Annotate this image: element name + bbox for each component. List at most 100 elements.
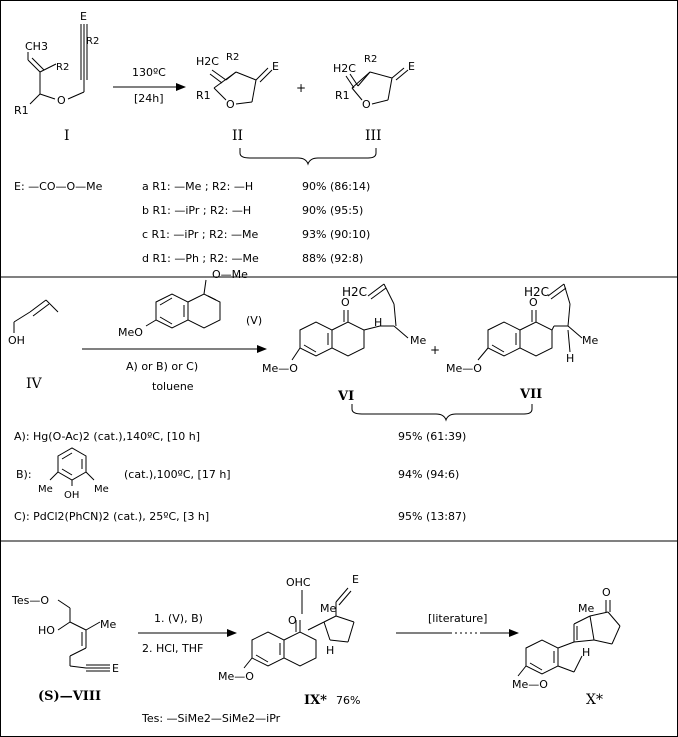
meo-label: Me—O (262, 362, 298, 375)
h2c-label: H2C (342, 285, 367, 299)
me-label: Me (320, 602, 336, 615)
meo-label: Me—O (446, 362, 482, 375)
h-label: H (566, 352, 574, 365)
reactant-I: E R2 O R1 R2 CH3 I (14, 10, 99, 144)
h-label: H (374, 316, 382, 329)
r1-label: R1 (335, 89, 350, 102)
me1-label: Me (38, 484, 53, 495)
h2c-label: H2C (196, 55, 219, 68)
brace-II-III (239, 148, 377, 166)
reactant-IV: OH IV (8, 299, 59, 392)
compound-III-label: III (365, 128, 382, 144)
condition-B-prefix: B): (16, 468, 32, 481)
o-label: O (57, 94, 66, 107)
h-label: H (326, 644, 334, 657)
oh-label: OH (64, 490, 79, 501)
meo-label: MeO (118, 326, 143, 339)
me-label: Me (410, 334, 426, 347)
step-line1: 1. (V), B) (154, 612, 203, 625)
compound-IV-label: IV (26, 376, 43, 392)
compound-VII-label: VII (519, 387, 542, 402)
me-label: Me (582, 334, 598, 347)
meo-label: Me—O (218, 670, 254, 683)
tes-o-label: Tes—O (11, 594, 49, 607)
entry-b: b R1: —iPr ; R2: —H (142, 204, 251, 217)
meo-label: Me—O (512, 678, 548, 691)
tes-definition: Tes: —SiMe2—SiMe2—iPr (141, 712, 281, 725)
brace-VI-VII (351, 404, 533, 422)
condition-B-yield: 94% (94:6) (398, 468, 459, 481)
reagent-V: O—Me MeO (V) (118, 268, 262, 339)
entry-a-yield: 90% (86:14) (302, 180, 370, 193)
o-label: O (602, 586, 611, 599)
r2-label: R2 (364, 54, 377, 65)
compound-X-label: X* (586, 692, 603, 708)
step-line2: 2. HCl, THF (142, 642, 203, 655)
entries-table: a R1: —Me ; R2: —H 90% (86:14) b R1: —iP… (142, 180, 370, 265)
e-label: E (80, 10, 87, 23)
e-definition: E: —CO—O—Me (14, 180, 103, 193)
h2c-label: H2C (524, 285, 549, 299)
e-label: E (112, 662, 119, 675)
r2-label: R2 (56, 62, 69, 73)
plus-sign-2: + (430, 343, 440, 357)
arrow-4: [literature] (396, 612, 519, 637)
o-label: O (226, 98, 235, 111)
e-label: E (352, 573, 359, 586)
condition-A-yield: 95% (61:39) (398, 430, 466, 443)
entry-b-yield: 90% (95:5) (302, 204, 363, 217)
oh-label: OH (8, 334, 25, 347)
entry-d-yield: 88% (92:8) (302, 252, 363, 265)
entry-a: a R1: —Me ; R2: —H (142, 180, 253, 193)
o-label: O (362, 98, 371, 111)
condition-B: (cat.),100ºC, [17 h] (124, 468, 231, 481)
condition-C: C): PdCl2(PhCN)2 (cat.), 25ºC, [3 h] (14, 510, 209, 523)
ho-label: HO (38, 624, 55, 637)
ch3-label: CH3 (25, 40, 48, 53)
o-label: O (288, 614, 297, 627)
compound-VIII: Tes—O Me HO E (S)—VIII (11, 594, 119, 704)
product-VI: H2C Me H O Me—O VI (262, 283, 426, 404)
o-label: O (341, 296, 350, 309)
h-label: H (582, 646, 590, 659)
arrow-2: A) or B) or C) toluene (82, 345, 267, 393)
entry-d: d R1: —Ph ; R2: —Me (142, 252, 259, 265)
compound-VIII-label: (S)—VIII (38, 689, 101, 704)
e-label: E (272, 60, 279, 73)
product-III: H2C R2 O R1 E III (333, 54, 415, 144)
e-label: E (408, 60, 415, 73)
arrow-3: 1. (V), B) 2. HCl, THF (138, 612, 237, 655)
compound-V-label: (V) (246, 314, 262, 327)
h2c-label: H2C (333, 62, 356, 75)
arrow-1: 130ºC [24h] (113, 66, 186, 105)
literature-label: [literature] (428, 612, 487, 625)
condition-C-yield: 95% (13:87) (398, 510, 466, 523)
conditions-line2: toluene (152, 380, 194, 393)
compound-VI-label: VI (337, 389, 354, 404)
r1-label: R1 (14, 104, 29, 117)
ohc-label: OHC (286, 576, 311, 589)
temperature-label: 130ºC (132, 66, 166, 79)
r2-label-alkyne: R2 (86, 36, 99, 47)
plus-sign: + (296, 81, 306, 95)
ome-top: O—Me (212, 268, 248, 281)
entry-c-yield: 93% (90:10) (302, 228, 370, 241)
condition-A: A): Hg(O-Ac)2 (cat.),140ºC, [10 h] (14, 430, 200, 443)
me-label: Me (578, 602, 594, 615)
me-label: Me (100, 618, 116, 631)
me2-label: Me (94, 484, 109, 495)
compound-II-label: II (232, 128, 243, 144)
time-label: [24h] (134, 92, 164, 105)
conditions-table: A): Hg(O-Ac)2 (cat.),140ºC, [10 h] 95% (… (14, 430, 466, 523)
compound-IX-label: IX* (304, 693, 327, 708)
compound-X: O Me H Me—O X* (512, 586, 621, 708)
r2-label: R2 (226, 52, 239, 63)
product-VII: H2C Me H O Me—O VII (446, 283, 598, 402)
compound-I-label: I (64, 128, 70, 144)
entry-c: c R1: —iPr ; R2: —Me (142, 228, 258, 241)
compound-IX-yield: 76% (336, 694, 360, 707)
compound-IX: OHC Me E H O Me—O IX* 76% (218, 573, 360, 708)
r1-label: R1 (196, 89, 211, 102)
o-label: O (529, 296, 538, 309)
